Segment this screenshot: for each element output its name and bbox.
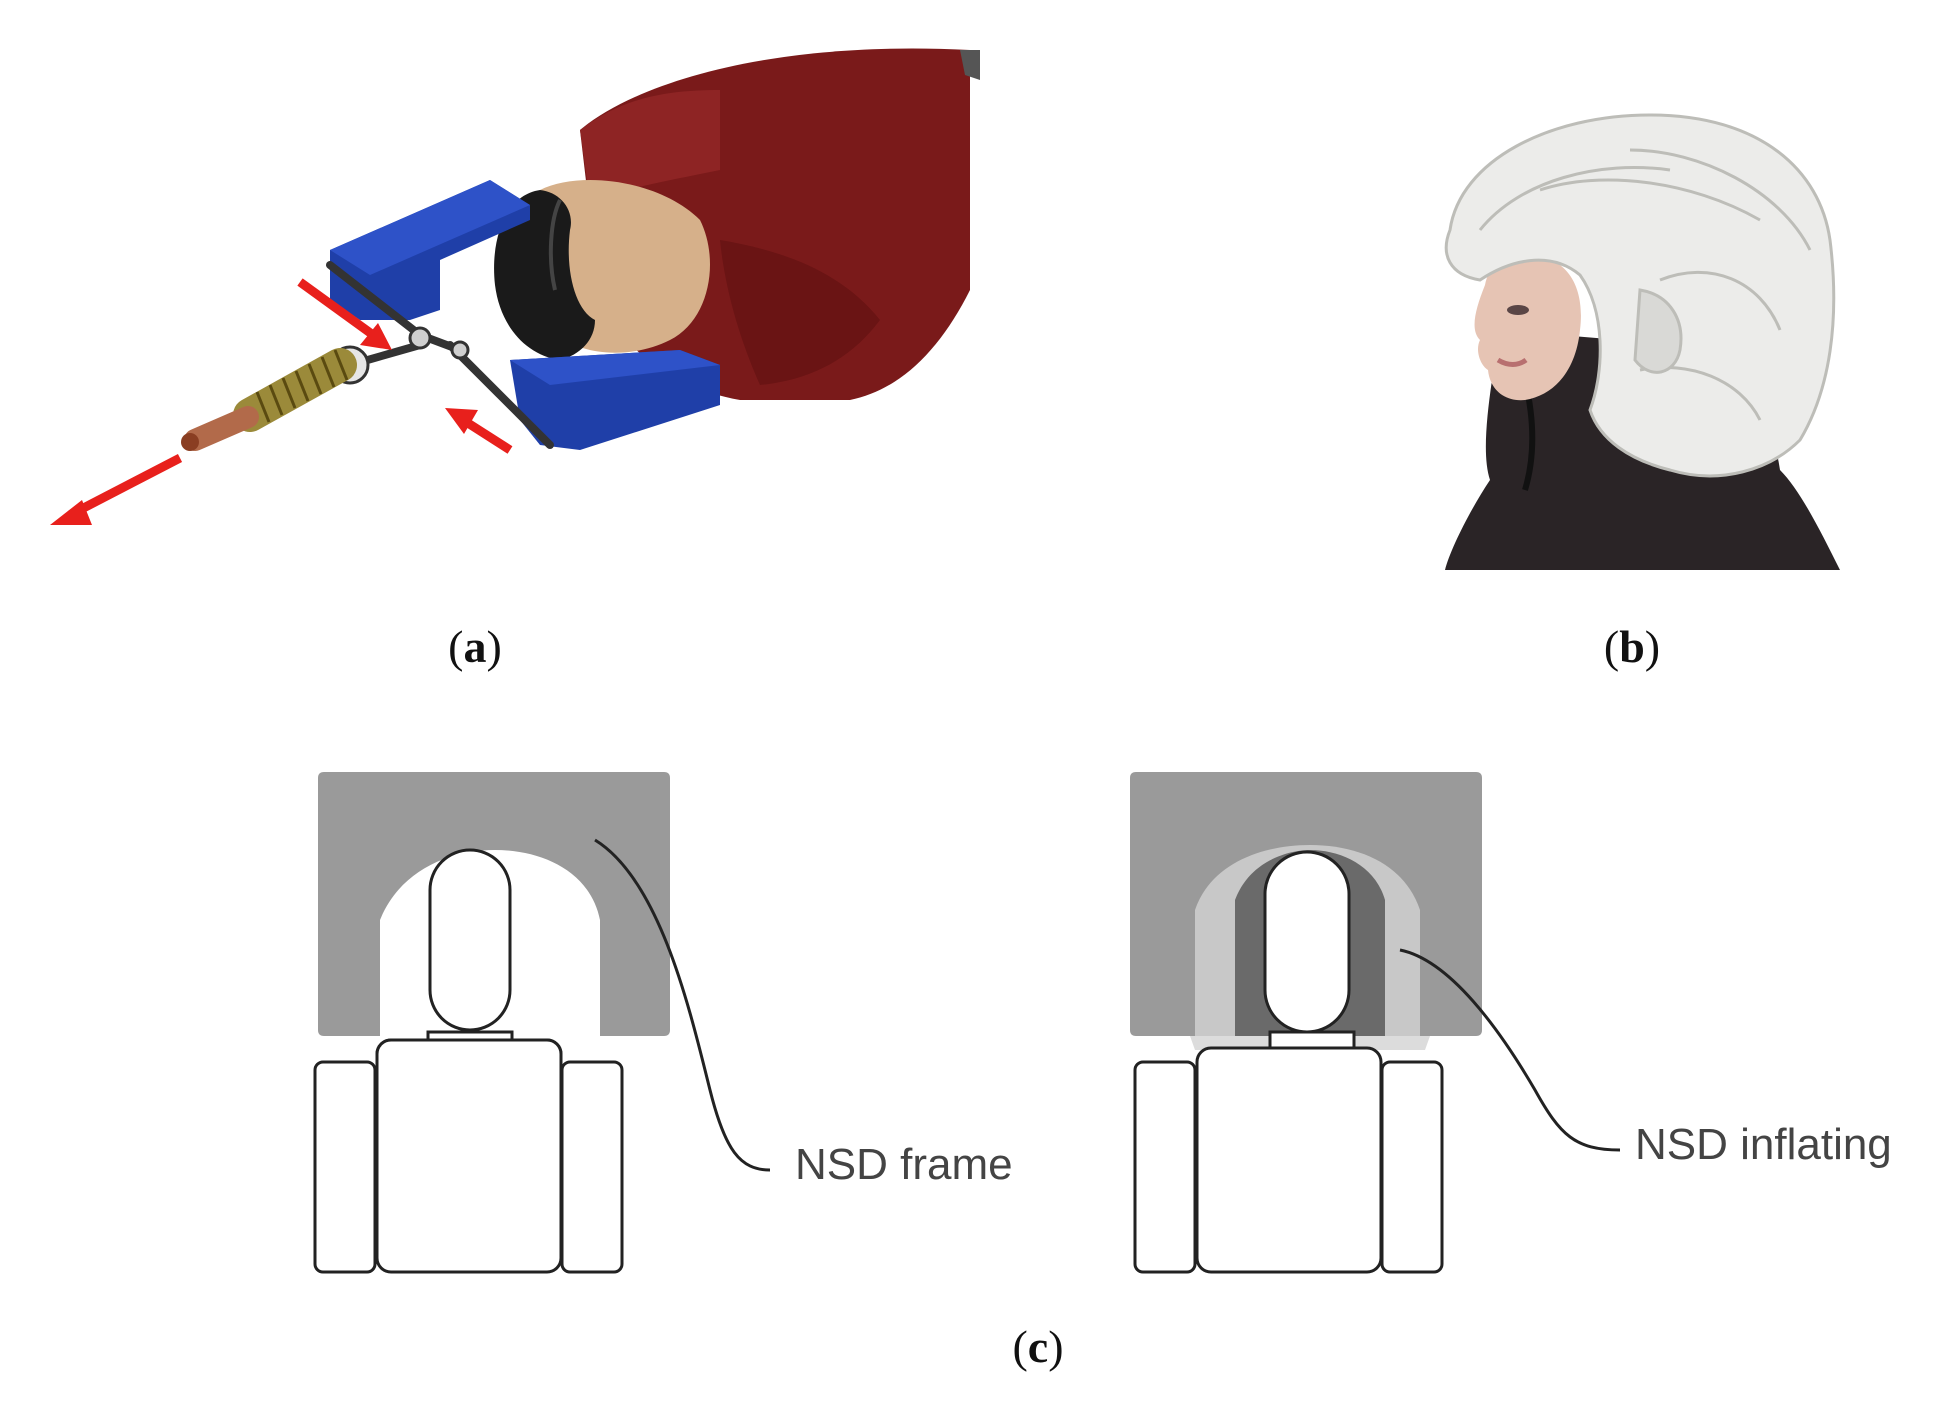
caption-b: (b) bbox=[1603, 621, 1661, 672]
caption-c-letter: c bbox=[1027, 1321, 1049, 1372]
caption-a-letter: a bbox=[463, 621, 487, 672]
spring-actuator bbox=[181, 348, 357, 451]
patient-head bbox=[494, 180, 710, 360]
wearer-face bbox=[1474, 253, 1581, 401]
nsd-frame-left bbox=[318, 772, 670, 1036]
head-restraint-mechanism-figure bbox=[50, 48, 980, 525]
inflated-airbag-helmet bbox=[1444, 113, 1836, 478]
compression-arrow-lower bbox=[445, 408, 513, 454]
panel-a-illustration bbox=[20, 20, 1000, 560]
airbag-helmet-figure bbox=[1444, 113, 1840, 570]
nsd-diagram bbox=[313, 772, 1621, 1274]
caption-a: (a) bbox=[448, 621, 502, 672]
label-nsd-frame: NSD frame bbox=[795, 1140, 1013, 1189]
compression-arrow-upper bbox=[297, 278, 392, 350]
label-nsd-inflating: NSD inflating bbox=[1635, 1120, 1892, 1169]
caption-b-letter: b bbox=[1619, 621, 1645, 672]
panel-c-illustration bbox=[300, 760, 1940, 1280]
left-head-pad bbox=[330, 180, 530, 320]
dummy-left bbox=[313, 848, 624, 1274]
pull-arrow bbox=[50, 454, 183, 525]
dummy-right bbox=[1133, 850, 1444, 1274]
caption-c: (c) bbox=[1012, 1321, 1064, 1372]
leader-line-right bbox=[1399, 948, 1621, 1152]
leader-line-left bbox=[594, 838, 771, 1172]
right-head-pad bbox=[510, 350, 720, 450]
panel-b-illustration bbox=[1340, 110, 1860, 570]
